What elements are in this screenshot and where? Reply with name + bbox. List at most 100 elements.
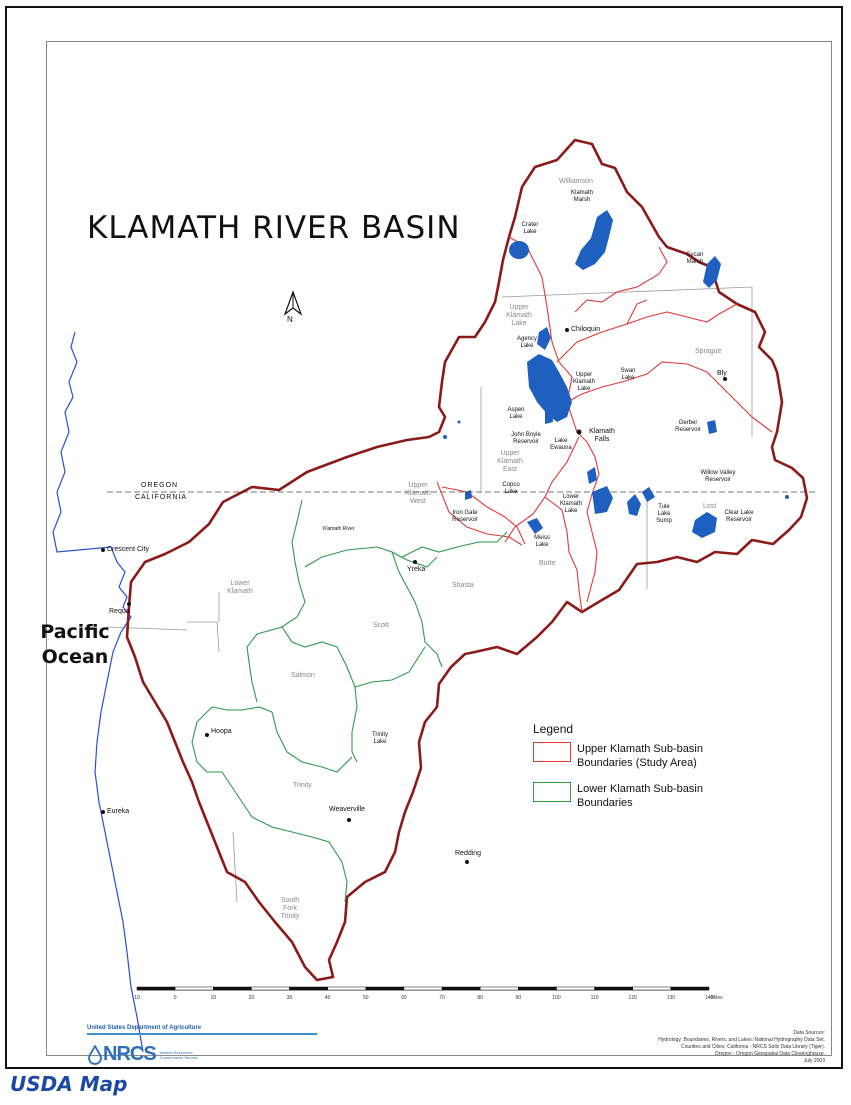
scale-segment [594,986,633,991]
agency-name: United States Department of Agriculture [87,1025,202,1031]
scale-segment [365,986,405,991]
credits-heading: Data Sources: [793,1030,825,1036]
basin-boundary [125,138,809,982]
scale-tick-label: 40 [324,995,331,1001]
scale-unit: Miles [711,995,723,1001]
water-lower-klamath-lake: Lower Klamath Lake [559,494,582,514]
scale-segment [327,986,367,991]
map-panel: KLAMATH RIVER BASIN Pacific Ocean N OREG… [40,41,832,1065]
data-sources: Data Sources: Hydrology: Boundaries, Riv… [547,1030,825,1065]
subbasin-williamson: Williamson [559,178,593,185]
water-crater-lake: Crater Lake [521,222,539,235]
scale-segment [556,986,595,991]
city-redding: Redding [455,850,482,857]
upper-subbasin-lines [436,236,773,613]
scale-tick-label: 20 [248,995,255,1001]
scale-tick-label: 80 [477,995,483,1001]
water-willow-valley: Willow Valley Reservoir [700,470,736,483]
scale-tick-label: 30 [286,995,293,1001]
water-john-boyle: John Boyle Reservoir [511,432,541,445]
water-lake-ewauna: Lake Ewauna [550,438,572,451]
scale-segment [479,986,519,991]
scale-segment [136,986,176,991]
water-meiss-lake: Meiss Lake [534,535,550,548]
water-clear-lake: Clear Lake Reservoir [724,510,754,523]
scale-segment [441,986,481,991]
legend-item-upper: Upper Klamath Sub-basin Boundaries (Stud… [533,742,753,770]
figure-frame: KLAMATH RIVER BASIN Pacific Ocean N OREG… [5,6,843,1069]
coastline [52,331,144,1053]
subbasin-butte: Butte [539,560,556,567]
water-iron-gate: Iron Gate Reservoir [452,510,478,523]
scale-tick-label: 90 [515,995,522,1001]
scale-tick-label: 50 [363,995,369,1001]
subbasin-sprague: Sprague [695,348,722,355]
logo-text: NRCS [103,1043,157,1065]
scale-tick-label: 110 [590,995,599,1001]
water-trinity-lake: Trinity Lake [371,732,389,745]
subbasin-shasta: Shasta [452,582,474,589]
legend-item-lower: Lower Klamath Sub-basin Boundaries [533,782,753,810]
subbasin-upper-klamath-east: Upper Klamath East [497,450,523,473]
subbasin-upper-klamath-west: Upper Klamath West [405,482,431,505]
scale-segment [632,986,672,991]
subbasin-south-fork-trinity: South Fork Trinity [280,897,300,920]
water-tule-lake: Tule Lake Sump [656,504,672,524]
legend-title: Legend [533,722,574,736]
city-bly: Bly [717,370,727,377]
subbasin-scott: Scott [373,622,389,629]
legend-label-upper: Upper Klamath Sub-basin Boundaries (Stud… [577,743,703,769]
north-label: N [287,315,293,324]
scale-tick-label: 0 [173,995,177,1001]
credits-line: Counties and Cities: California - NRCS S… [680,1044,825,1050]
water-gerber: Gerber Reservoir [675,420,701,433]
ocean-label: Pacific Ocean [40,621,110,668]
scale-bar [136,986,710,991]
city-eureka: Eureka [107,808,130,815]
water-copco: Copco Lake [502,482,520,495]
water-bodies [443,210,789,538]
scale-tick-label: 120 [628,995,637,1001]
city-requa: Requa [109,608,130,615]
water-drop-icon [88,1044,102,1065]
nrcs-logo: NRCS Natural Resources Conservation Serv… [87,1043,347,1066]
scale-tick-label: 130 [666,995,676,1001]
north-arrow-icon [283,290,303,316]
subbasin-salmon: Salmon [291,672,315,679]
water-swan-lake: Swan Lake [620,368,636,381]
credits-line: Hydrology: Boundaries, Rivers, and Lakes… [658,1037,825,1043]
subbasin-upper-klamath-lake: Upper Klamath Lake [506,304,532,327]
city-markers [101,328,727,864]
subbasin-lost: Lost [703,503,717,510]
scale-segment [174,986,214,991]
water-agency-lake: Agency Lake [516,336,537,349]
county-lines [106,286,753,903]
water-klamath-marsh: Klamath Marsh [570,190,593,203]
scale-segment [251,986,290,991]
agency-block: United States Department of Agriculture … [87,1025,347,1075]
logo-subtext: Natural Resources Conservation Service [159,1049,198,1060]
legend: Legend Upper Klamath Sub-basin Boundarie… [533,722,753,822]
credits-line: July 2003 [803,1058,825,1064]
city-klamath-falls: Klamath Falls [589,428,615,443]
legend-swatch-lower [533,782,571,802]
city-hoopa: Hoopa [211,728,232,735]
state-label-oregon: OREGON [141,482,179,489]
scale-segment [213,986,252,991]
scale-tick-label: 10 [210,995,217,1001]
scale-segment [403,986,443,991]
agency-rule [87,1033,317,1035]
scale-tick-label: 60 [401,995,407,1001]
city-chiloquin: Chiloquin [571,326,601,333]
subbasin-trinity: Trinity [293,782,312,789]
legend-label-lower: Lower Klamath Sub-basin Boundaries [577,783,703,809]
credits-line: Oregon - Oregon Geospatial Data Clearing… [714,1051,825,1057]
water-upper-klamath-lake: Upper Klamath Lake [572,372,595,392]
state-label-california: CALIFORNIA [135,494,188,501]
scale-segment [518,986,557,991]
legend-swatch-upper [533,742,571,762]
scale-tick-label: 10 [134,995,140,1001]
subbasin-lower-klamath: Lower Klamath [227,580,253,595]
scale-segment [670,986,710,991]
